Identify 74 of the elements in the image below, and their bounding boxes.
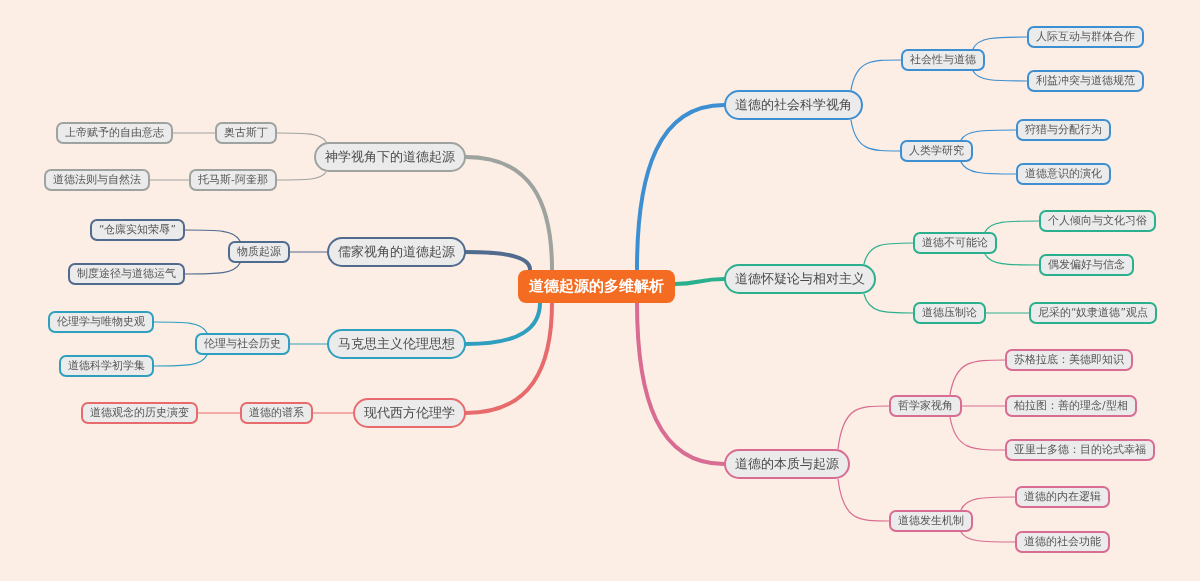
leaf-topic: 尼采的“奴隶道德”观点 [1029,302,1157,324]
connector [960,531,1016,543]
subtopic: 道德不可能论 [913,232,997,254]
subtopic: 道德压制论 [913,302,986,324]
leaf-topic: 个人倾向与文化习俗 [1039,210,1156,232]
subtopic: 哲学家视角 [889,395,962,417]
connector [984,220,1040,233]
connector [837,478,890,522]
connector [837,405,890,450]
subtopic: 道德发生机制 [889,510,973,532]
connector [960,161,1017,175]
connector [850,59,902,91]
connector [184,229,241,242]
connector [949,416,1006,451]
connector [289,251,328,253]
leaf-topic: 上帝赋予的自由意志 [56,122,173,144]
subtopic: 物质起源 [228,241,290,263]
subtopic: 社会性与道德 [901,49,985,71]
connector [961,405,1006,407]
leaf-topic: 亚里士多德：目的论式幸福 [1005,439,1155,461]
leaf-topic: 道德观念的历史演变 [81,402,198,424]
connector [153,321,208,334]
leaf-topic: 制度途径与道德运气 [68,263,185,285]
leaf-topic: 狩猎与分配行为 [1016,119,1111,141]
leaf-topic: 柏拉图：善的理念/型相 [1005,395,1137,417]
connector [949,359,1006,396]
subtopic: 人类学研究 [900,140,973,162]
connector [972,36,1028,50]
connector [184,262,241,275]
main-topic: 道德怀疑论与相对主义 [724,264,876,294]
main-topic: 神学视角下的道德起源 [314,142,466,172]
connector [850,119,901,152]
connector [863,293,914,314]
connector [312,412,354,414]
leaf-topic: 偶发偏好与信念 [1039,254,1134,276]
leaf-topic: 道德意识的演化 [1016,163,1111,185]
subtopic: 奥古斯丁 [215,122,277,144]
leaf-topic: 利益冲突与道德规范 [1027,70,1144,92]
leaf-topic: “仓廪实知荣辱” [90,219,185,241]
branch-connector [464,250,532,272]
central-topic: 道德起源的多维解析 [517,269,675,303]
main-topic: 道德的社会科学视角 [724,90,863,120]
connector [863,242,914,265]
subtopic: 托马斯-阿奎那 [189,169,277,191]
subtopic: 伦理与社会历史 [195,333,290,355]
leaf-topic: 道德的社会功能 [1015,531,1110,553]
connector [276,132,327,143]
branch-connector [464,155,554,272]
leaf-topic: 人际互动与群体合作 [1027,26,1144,48]
main-topic: 马克思主义伦理思想 [327,329,466,359]
main-topic: 现代西方伦理学 [353,398,466,428]
branch-connector [635,300,726,466]
branch-connector [635,103,726,272]
connector [289,343,328,345]
connector [960,496,1016,511]
connector [149,179,190,181]
connector [984,253,1040,266]
leaf-topic: 道德的内在逻辑 [1015,486,1110,508]
main-topic: 儒家视角的道德起源 [327,237,466,267]
connector [985,312,1030,314]
connector [972,70,1028,82]
main-topic: 道德的本质与起源 [724,449,850,479]
connector [153,354,208,367]
leaf-topic: 苏格拉底：美德即知识 [1005,349,1133,371]
branch-connector [464,300,554,415]
leaf-topic: 道德科学初学集 [59,355,154,377]
connector [172,132,216,134]
connector [960,129,1017,141]
leaf-topic: 道德法则与自然法 [44,169,150,191]
subtopic: 道德的谱系 [240,402,313,424]
leaf-topic: 伦理学与唯物史观 [48,311,154,333]
connector [276,171,327,181]
connector [197,412,241,414]
branch-connector [464,300,542,346]
